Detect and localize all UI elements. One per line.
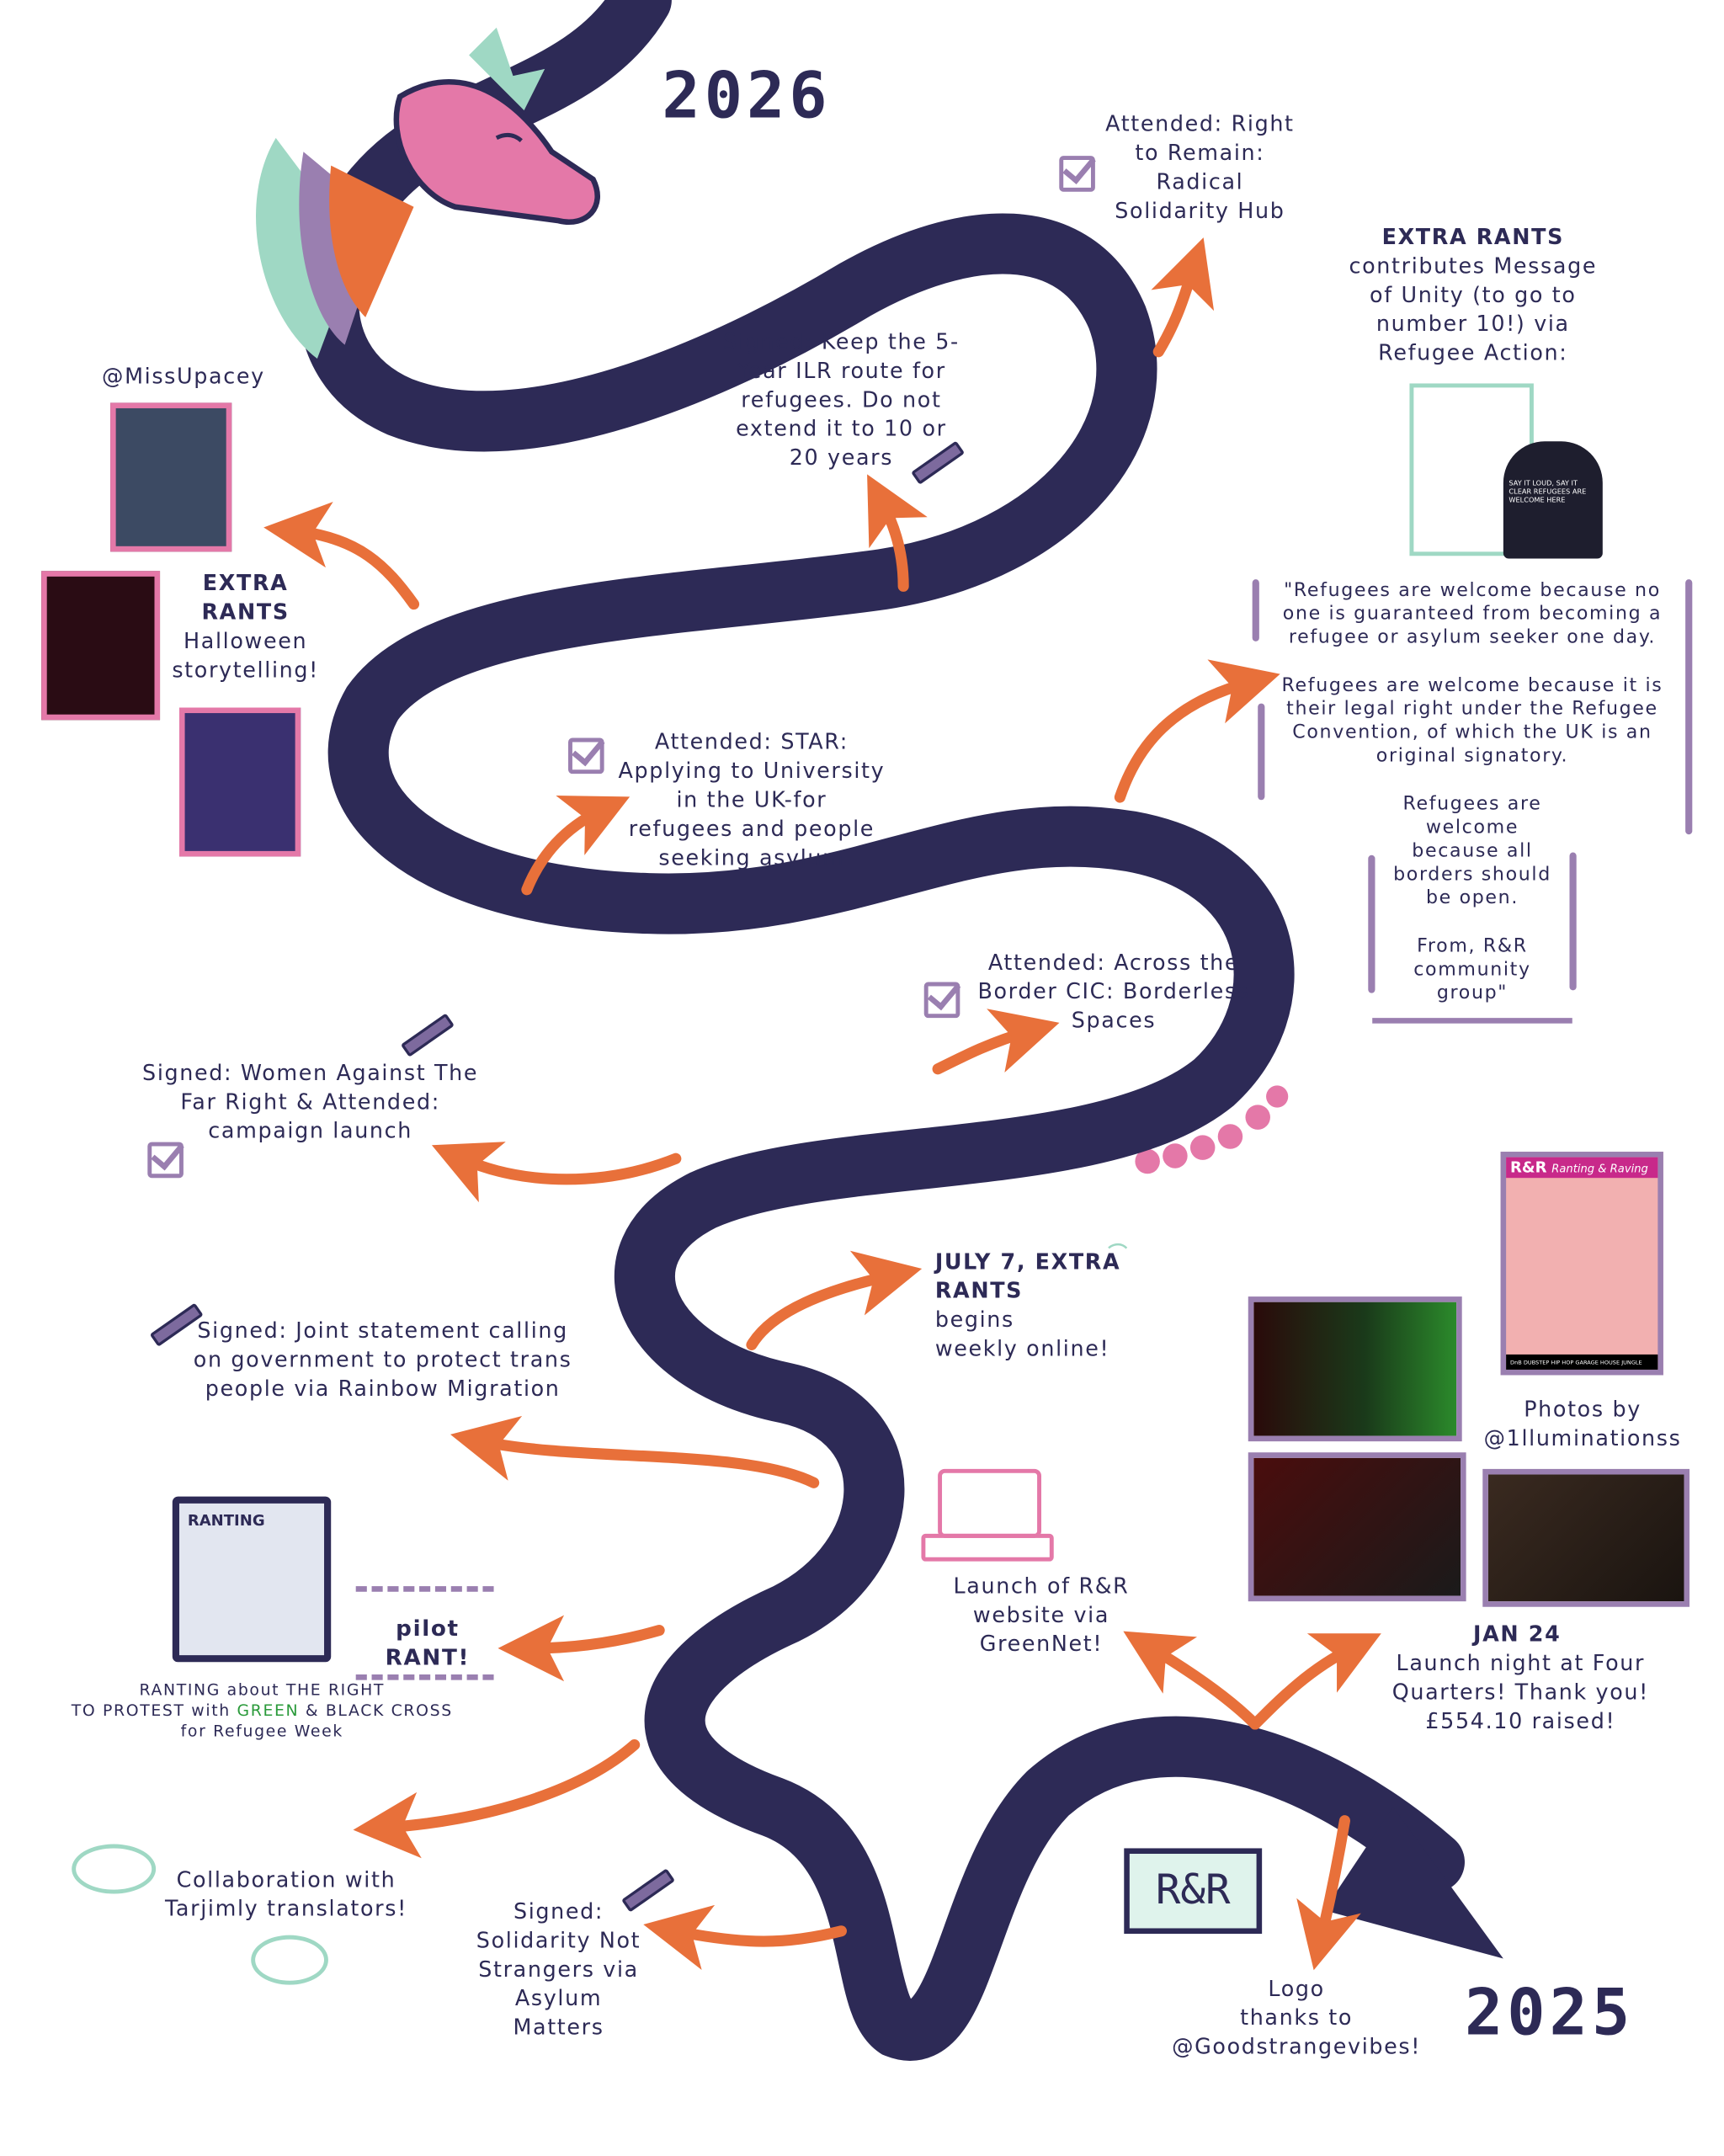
- event-july7: begins weekly online!: [934, 1307, 1110, 1362]
- event-women-far-right: Signed: Women Against The Far Right & At…: [142, 1060, 479, 1144]
- event-right-to-remain: Attended: Right to Remain: Radical Solid…: [1105, 111, 1295, 224]
- event-jan24-title: JAN 24: [1473, 1621, 1562, 1648]
- checkbox-icon: [147, 1142, 184, 1179]
- event-solidarity-not-strangers: Signed: Solidarity Not Strangers via Asy…: [476, 1899, 641, 2041]
- event-message-unity: contributes Message of Unity (to go to n…: [1349, 253, 1598, 366]
- poster-footer: DnB DUBSTEP HIP HOP GARAGE HOUSE JUNGLE: [1506, 1354, 1658, 1370]
- event-star: Attended: STAR: Applying to University i…: [618, 729, 886, 870]
- launch-poster: R&R Ranting & Raving DnB DUBSTEP HIP HOP…: [1500, 1152, 1663, 1376]
- quote-bar: [1258, 703, 1265, 801]
- launch-photo-2: [1248, 1452, 1466, 1602]
- laptop-keyboard: [921, 1533, 1054, 1562]
- dragon-head: [256, 27, 600, 359]
- event-jan24: Launch night at Four Quarters! Thank you…: [1391, 1651, 1649, 1734]
- halloween-artwork-3: [178, 707, 301, 857]
- event-ilr: Signed: Keep the 5- Year ILR route for r…: [723, 329, 960, 471]
- snake-body: [298, 0, 1465, 2061]
- speech-bubble-icon: [251, 1935, 328, 1985]
- checkbox-icon: [923, 982, 960, 1019]
- quote-bar: [1252, 579, 1259, 641]
- poster-title: R&R: [1510, 1158, 1547, 1177]
- laptop-icon: [938, 1468, 1041, 1538]
- checkbox-icon: [568, 737, 604, 775]
- quote-1: "Refugees are welcome because no one is …: [1282, 579, 1663, 649]
- credit-logo: Logo thanks to @Goodstrangevibes!: [1172, 1976, 1422, 2060]
- rr-logo: R&R: [1124, 1848, 1263, 1935]
- checkbox-icon: [1059, 156, 1095, 192]
- ranting-flyer: RANTING: [172, 1496, 332, 1663]
- year-2026: 2026: [662, 57, 832, 133]
- quote-bar: [1685, 579, 1693, 835]
- tshirt-photo: SAY IT LOUD, SAY IT CLEAR REFUGEES ARE W…: [1503, 441, 1603, 559]
- credit-photos: Photos by @1lluminationss: [1483, 1397, 1682, 1451]
- pilot-burst: [355, 1586, 494, 1680]
- event-july7-title: JULY 7, EXTRA RANTS: [934, 1249, 1121, 1304]
- quote-3: Refugees are welcome because all borders…: [1393, 793, 1551, 909]
- event-ranting-green-black-cross: RANTING about THE RIGHT TO PROTEST with …: [71, 1680, 453, 1741]
- poster-subtitle: Ranting & Raving: [1551, 1163, 1648, 1175]
- credit-missupacey: @MissUpacey: [102, 364, 265, 390]
- year-2025: 2025: [1464, 1975, 1635, 2050]
- quote-bar: [1569, 852, 1577, 991]
- halloween-artwork-2: [41, 571, 161, 721]
- event-across-border: Attended: Across the Border CIC: Borderl…: [977, 950, 1250, 1034]
- event-halloween-title: EXTRA RANTS: [201, 571, 290, 626]
- snake-arrowhead: [1323, 1807, 1503, 1959]
- launch-photo-1: [1248, 1296, 1462, 1442]
- quote-signature: From, R&R community group": [1413, 934, 1531, 1004]
- event-halloween: Halloween storytelling!: [172, 629, 319, 684]
- event-pilot-rant: pilot RANT!: [385, 1615, 471, 1671]
- event-tarjimly: Collaboration with Tarjimly translators!: [164, 1867, 407, 1922]
- quote-2: Refugees are welcome because it is their…: [1281, 674, 1663, 767]
- event-website: Launch of R&R website via GreenNet!: [953, 1573, 1130, 1657]
- speech-bubble-icon: [72, 1844, 157, 1894]
- launch-photo-3: [1482, 1468, 1690, 1607]
- timeline-arrows: [263, 237, 1381, 1971]
- quote-underline: [1372, 1018, 1572, 1024]
- flyer-title: RANTING: [187, 1511, 265, 1530]
- event-message-unity-title: EXTRA RANTS: [1381, 225, 1565, 250]
- event-trans-statement: Signed: Joint statement calling on gover…: [193, 1318, 572, 1402]
- halloween-artwork-1: [110, 402, 232, 552]
- quote-bar: [1368, 854, 1375, 993]
